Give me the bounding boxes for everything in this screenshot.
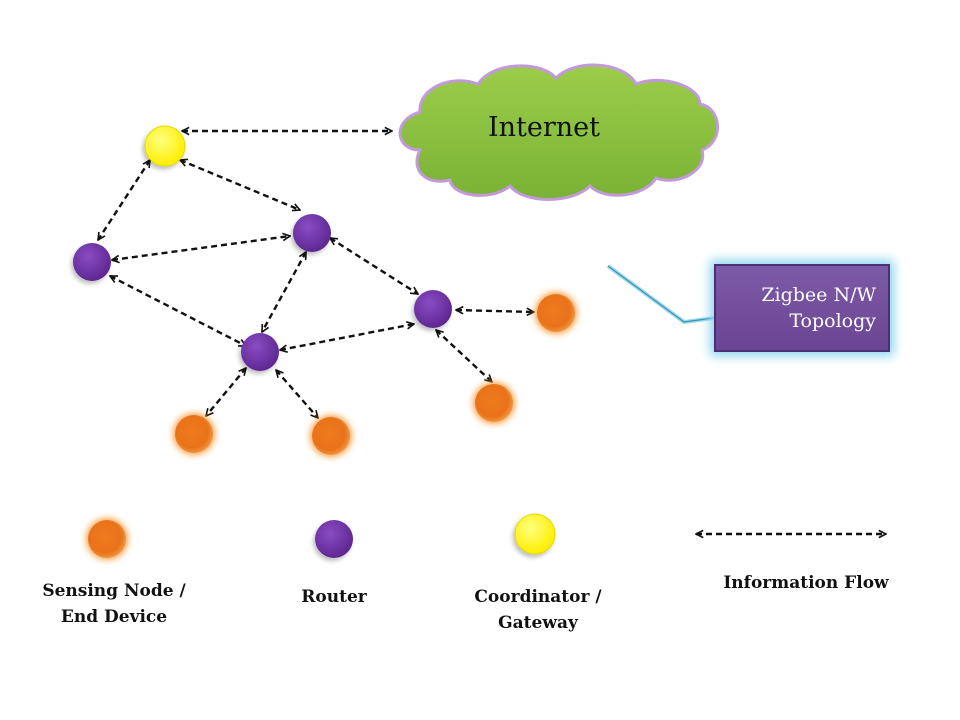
coordinator-node (144, 125, 186, 167)
legend-coordinator-label-line-1: Coordinator / (474, 587, 602, 607)
link-router-right-end-device-right (456, 310, 534, 312)
link-router-left-router-top (112, 236, 290, 260)
router-node-right (414, 290, 452, 328)
legend-end-device-symbol (88, 520, 126, 558)
router-node-center (241, 333, 279, 371)
link-router-left-router-center (110, 274, 246, 348)
router-node-top (293, 214, 331, 252)
link-router-center-end-device-bottom-middle (276, 370, 318, 418)
end-device-node-bottom-middle (312, 417, 350, 455)
internet-cloud: Internet (398, 63, 719, 201)
legend-coordinator-symbol (514, 513, 556, 555)
link-router-top-router-center (260, 252, 308, 332)
end-device-node-bottom-left (175, 415, 213, 453)
legend-end-device-label: Sensing Node / End Device (34, 578, 194, 630)
legend-router-label-text: Router (301, 587, 367, 607)
legend-coordinator-label: Coordinator / Gateway (458, 584, 618, 636)
legend-end-device-label-line-2: End Device (60, 607, 168, 627)
information-flow-links (96, 131, 534, 418)
link-coordinator-router-left (96, 160, 152, 240)
link-router-right-end-device-lower-right (436, 330, 492, 382)
link-router-top-router-right (330, 236, 418, 296)
legend-coordinator-label-line-2: Gateway (498, 613, 578, 633)
callout-line-1: Zigbee N/W (761, 284, 876, 306)
end-device-node-lower-right (475, 384, 513, 422)
legend-information-flow-label-text: Information Flow (723, 573, 889, 593)
legend-information-flow-label: Information Flow (716, 570, 896, 596)
end-device-node-right (537, 294, 575, 332)
link-coordinator-router-top (180, 160, 300, 210)
callout-pointer (606, 264, 715, 325)
router-node-left (73, 243, 111, 281)
link-router-center-end-device-bottom-left (206, 368, 246, 416)
legend-end-device-label-line-1: Sensing Node / (42, 581, 186, 601)
link-router-center-router-right (280, 324, 414, 350)
callout-line-2: Topology (789, 310, 876, 332)
topology-callout-box: Zigbee N/W Topology (714, 264, 890, 352)
internet-label: Internet (488, 112, 600, 143)
legend-router-label: Router (284, 584, 384, 610)
callout-pointer-line (607, 265, 715, 323)
legend-router-symbol (315, 520, 353, 558)
